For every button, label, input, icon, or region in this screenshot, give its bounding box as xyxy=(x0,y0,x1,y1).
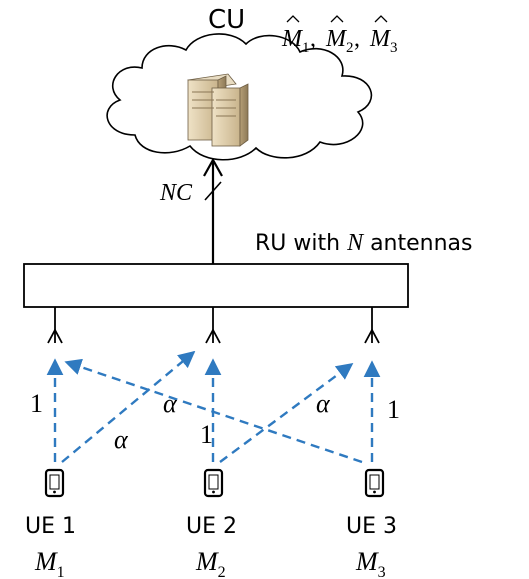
ru-box xyxy=(23,263,409,308)
ue-label: UE 3 xyxy=(346,514,397,539)
antenna-icon xyxy=(47,307,63,344)
svg-text:M1: M1 xyxy=(281,26,310,56)
ue-2: UE 2 M2 xyxy=(186,468,237,579)
phone-icon xyxy=(203,468,224,498)
gain-cross-ue2: α xyxy=(316,389,331,418)
cu-label: CU xyxy=(208,5,245,35)
wireless-links xyxy=(46,350,381,464)
server-icon xyxy=(187,73,249,147)
svg-text:M3: M3 xyxy=(369,26,398,56)
phone-icon xyxy=(364,468,385,498)
ue-message-sub: 3 xyxy=(378,564,386,579)
fronthaul-link xyxy=(203,157,223,264)
link-ue2-ant3 xyxy=(219,362,354,463)
gain-labels: 1 1 1 α α α xyxy=(30,389,400,454)
ue-3: UE 3 M3 xyxy=(346,468,397,579)
cu-cloud xyxy=(106,33,373,161)
capacity-slash xyxy=(204,181,222,201)
hat-m3 xyxy=(374,15,388,23)
estimate-m1: M xyxy=(281,26,304,52)
hat-m2 xyxy=(330,15,344,23)
ue-message-base: M xyxy=(34,547,58,576)
gain-cross-ue1: α xyxy=(114,425,129,454)
estimate-sep-1: , xyxy=(310,26,316,52)
ru-label: RU with N antennas xyxy=(255,230,473,256)
cu-estimates: M1 , M2 , M3 xyxy=(281,15,398,56)
ue-message: M1 xyxy=(34,547,65,579)
ue-1: UE 1 M1 xyxy=(25,468,76,579)
ru-label-var: N xyxy=(346,230,365,256)
estimate-sep-2: , xyxy=(354,26,360,52)
ru-label-prefix: RU with xyxy=(255,231,347,256)
estimate-m2-sub: 2 xyxy=(346,40,354,56)
ue-message-base: M xyxy=(195,547,219,576)
hat-m1 xyxy=(286,15,300,23)
gain-direct-3: 1 xyxy=(387,395,400,424)
link-ue3-ant1 xyxy=(64,358,363,464)
ru-label-suffix: antennas xyxy=(363,231,472,256)
gain-cross-ue3: α xyxy=(163,389,178,418)
antenna-icon xyxy=(364,307,380,344)
antenna-icon xyxy=(205,307,221,344)
gain-direct-2: 1 xyxy=(200,420,213,449)
ue-label: UE 2 xyxy=(186,514,237,539)
fronthaul-capacity-label: NC xyxy=(159,180,193,206)
ue-message-sub: 1 xyxy=(57,564,65,579)
link-ue1-ant2 xyxy=(61,350,196,463)
svg-text:M2: M2 xyxy=(325,26,354,56)
ue-label: UE 1 xyxy=(25,514,76,539)
ru-antennas xyxy=(47,307,380,344)
estimate-m3: M xyxy=(369,26,392,52)
estimate-m3-sub: 3 xyxy=(390,40,398,56)
fronthaul-arrowhead xyxy=(203,157,223,177)
ue-message: M3 xyxy=(355,547,386,579)
estimate-m2: M xyxy=(325,26,348,52)
ue-message-sub: 2 xyxy=(218,564,226,579)
ue-message-base: M xyxy=(355,547,379,576)
gain-direct-1: 1 xyxy=(30,389,43,418)
ue-message: M2 xyxy=(195,547,226,579)
phone-icon xyxy=(44,468,65,498)
estimate-m1-sub: 1 xyxy=(302,40,310,56)
